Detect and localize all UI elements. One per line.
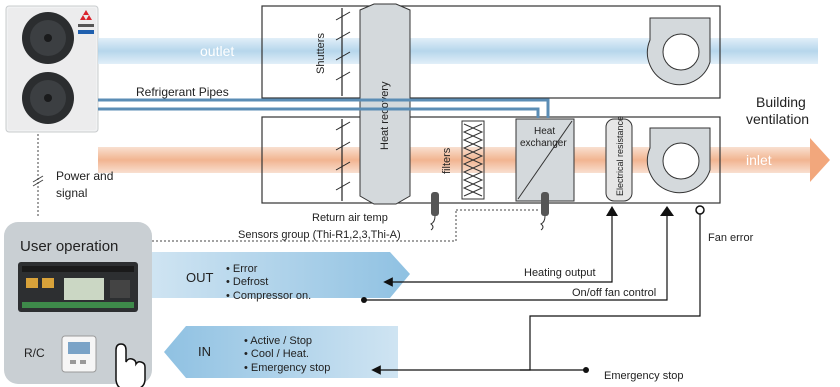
exhaust-duct	[261, 5, 721, 99]
sensors-group-label: Sensors group (Thi-R1,2,3,Thi-A)	[238, 229, 401, 241]
heat-exchanger: Heat exchanger	[515, 118, 575, 202]
out-item-1: • Defrost	[226, 276, 268, 288]
out-label: OUT	[186, 270, 214, 285]
fan-control-line: On/off fan control	[361, 216, 668, 303]
brand-plate-blue	[78, 30, 94, 34]
rc-label: R/C	[24, 346, 45, 360]
emergency-stop-label: Emergency stop	[604, 370, 683, 382]
in-item-2: • Emergency stop	[244, 362, 330, 374]
exhaust-fan	[646, 17, 711, 86]
outdoor-unit	[5, 5, 99, 133]
building-ventilation-label-1: Building	[756, 94, 806, 110]
out-item-2: • Compressor on.	[226, 290, 311, 302]
supply-duct	[261, 116, 721, 204]
inlet-arrowhead	[810, 138, 830, 182]
heat-recovery-unit: Heat recovery	[359, 3, 411, 205]
controller-board	[18, 262, 138, 312]
return-air-temp-label: Return air temp	[312, 212, 388, 224]
fan-error-label: Fan error	[708, 232, 754, 244]
electrical-resistance-label: Electrical resistance	[615, 116, 625, 196]
hand-pointer-icon	[115, 343, 146, 387]
inlet-label: inlet	[746, 152, 772, 168]
electrical-resistance: Electrical resistance	[605, 116, 633, 202]
mitsubishi-logo-icon	[80, 10, 92, 20]
fan-error-sensor-icon	[695, 205, 705, 215]
outlet-label: outlet	[200, 43, 234, 59]
power-signal-label-2: signal	[56, 186, 87, 200]
emergency-stop-line: Emergency stop	[520, 367, 683, 382]
heat-exchanger-label-2: exchanger	[520, 138, 567, 149]
brand-plate	[78, 24, 94, 27]
remote-control-icon	[61, 335, 97, 373]
refrigerant-pipes-label: Refrigerant Pipes	[136, 85, 229, 99]
heating-output-line: Heating output	[383, 216, 613, 287]
filters: filters	[441, 120, 485, 200]
user-operation-title: User operation	[20, 238, 118, 255]
user-operation-panel: User operation R/C	[4, 222, 152, 387]
shutters-bottom	[335, 119, 351, 201]
in-label: IN	[198, 344, 211, 359]
out-arrow-block: OUT • Error • Defrost • Compressor on.	[152, 252, 410, 302]
heating-output-marker-icon	[606, 206, 618, 216]
filters-label: filters	[441, 147, 453, 174]
return-air-sensor	[430, 192, 439, 231]
in-item-0: • Active / Stop	[244, 335, 312, 347]
heating-output-label: Heating output	[524, 267, 596, 279]
out-item-0: • Error	[226, 263, 258, 275]
fan-control-marker-icon	[660, 206, 674, 216]
power-signal-label-1: Power and	[56, 169, 113, 183]
refrigerant-pipes: Refrigerant Pipes	[98, 85, 550, 118]
building-ventilation-label-2: ventilation	[746, 111, 809, 127]
outdoor-fan-top	[22, 12, 74, 64]
heat-exchanger-sensor	[540, 192, 549, 231]
heat-exchanger-label-1: Heat	[534, 126, 555, 137]
supply-fan	[646, 127, 711, 194]
outdoor-fan-bottom	[22, 72, 74, 124]
sensors-line	[152, 210, 457, 242]
fan-error-line: Fan error	[371, 214, 754, 375]
shutters-label: Shutters	[315, 33, 327, 74]
in-item-1: • Cool / Heat.	[244, 348, 309, 360]
in-arrow-block: IN • Active / Stop • Cool / Heat. • Emer…	[164, 326, 398, 378]
shutters-top: Shutters	[315, 8, 351, 96]
onoff-fan-control-label: On/off fan control	[572, 287, 656, 299]
power-signal-line: Power and signal	[32, 134, 113, 218]
heat-recovery-label: Heat recovery	[379, 81, 391, 150]
